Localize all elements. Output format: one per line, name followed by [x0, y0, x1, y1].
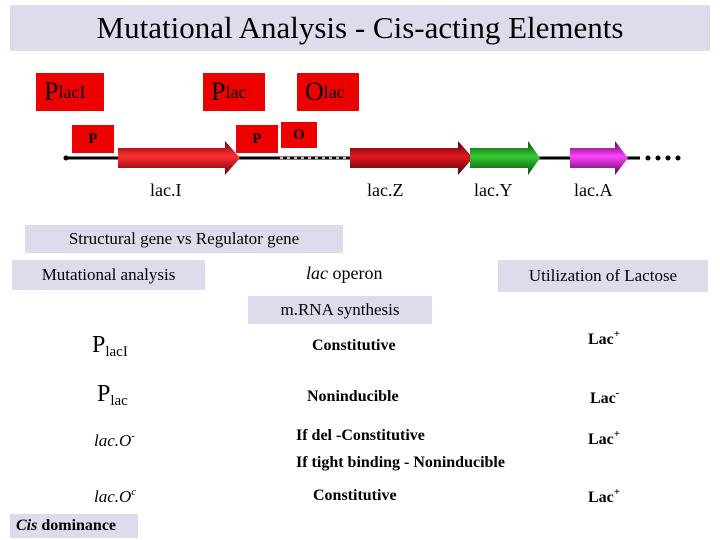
row3-right: Lac+ — [588, 428, 620, 449]
lac-operon-label: lac operon — [306, 263, 382, 284]
row2-left-label: Plac — [97, 381, 128, 410]
row1-mid: Constitutive — [312, 337, 396, 355]
cis-rest: dominance — [37, 517, 116, 535]
mrna-synthesis-box: m.RNA synthesis — [248, 296, 432, 324]
operon-word: operon — [328, 263, 382, 283]
gene-label-lacY: lac.Y — [474, 180, 512, 201]
row2-right-sup: - — [616, 387, 620, 399]
row4-left-sup: c — [131, 486, 136, 498]
lacY-gene-arrow — [470, 141, 540, 175]
row2-left-main: P — [97, 381, 110, 407]
lacZ-gene-arrow — [350, 141, 473, 175]
plac-main: P — [211, 77, 225, 107]
row1-left-sub: lacI — [105, 344, 127, 360]
row1-left-main: P — [92, 332, 105, 358]
lac-word: lac — [306, 263, 328, 283]
plac-sub: lac — [225, 82, 246, 103]
row4-right: Lac+ — [588, 486, 620, 507]
row2-left-sub: lac — [110, 393, 127, 409]
row3-mid-line1: If del -Constitutive — [296, 427, 425, 445]
row3-left-label: lac.O- — [94, 430, 135, 451]
row1-right-sup: + — [614, 328, 620, 340]
row1-right: Lac+ — [588, 328, 620, 349]
utilization-box: Utilization of Lactose — [498, 260, 708, 292]
olac-main: O — [305, 77, 324, 107]
row4-right-text: Lac — [588, 489, 614, 506]
row2-mid: Noninducible — [307, 388, 399, 406]
lacI-gene-arrow — [118, 141, 240, 175]
mutational-analysis-box: Mutational analysis — [12, 260, 205, 290]
row3-right-text: Lac — [588, 431, 614, 448]
structural-vs-regulator-box: Structural gene vs Regulator gene — [25, 225, 343, 253]
row2-right-text: Lac — [590, 390, 616, 407]
row1-right-text: Lac — [588, 331, 614, 348]
placI-sub: lacI — [58, 82, 85, 103]
row3-right-sup: + — [614, 428, 620, 440]
row3-mid-line2: If tight binding - Noninducible — [296, 454, 505, 472]
row1-left-label: PlacI — [92, 332, 128, 361]
cis-italic: Cis — [16, 517, 37, 535]
row4-left-label: lac.Oc — [94, 486, 136, 507]
row4-right-sup: + — [614, 486, 620, 498]
dna-dot-left — [64, 156, 69, 161]
page-title: Mutational Analysis - Cis-acting Element… — [10, 5, 710, 51]
gene-map — [0, 138, 720, 184]
row2-right: Lac- — [590, 387, 619, 408]
row3-left-sup: - — [131, 430, 135, 442]
row4-mid: Constitutive — [313, 487, 397, 505]
placI-main: P — [44, 77, 58, 107]
cis-dominance-box: Cis dominance — [10, 514, 138, 538]
gene-label-lacA: lac.A — [574, 180, 612, 201]
olac-sub: lac — [324, 82, 345, 103]
dna-dots-right — [646, 156, 681, 161]
row3-left-main: lac.O — [94, 431, 131, 450]
gene-label-lacI: lac.I — [150, 180, 181, 201]
row4-left-main: lac.O — [94, 487, 131, 506]
gene-label-lacZ: lac.Z — [367, 180, 403, 201]
lacA-gene-arrow — [570, 141, 628, 175]
